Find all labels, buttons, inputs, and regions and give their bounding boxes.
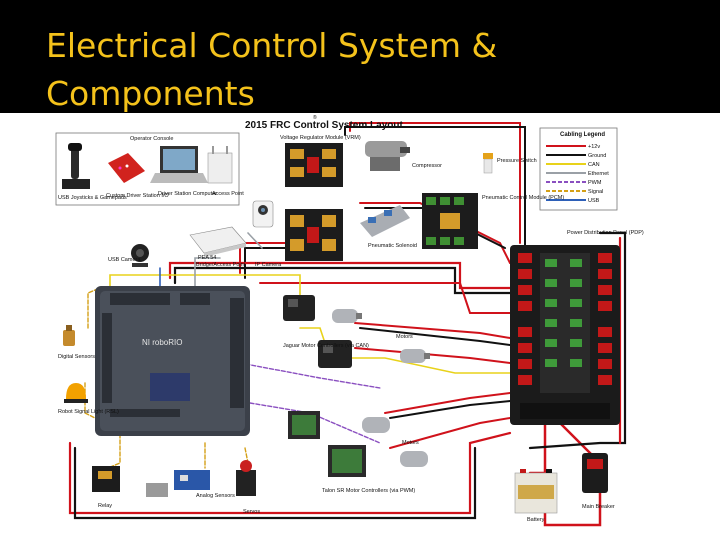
legend-item: Ethernet <box>546 171 609 177</box>
motors-bottom-label: Motors <box>402 440 419 446</box>
legend-title: Cabling Legend <box>560 132 605 138</box>
motor-icon <box>400 349 430 363</box>
vrm-module: Voltage Regulator Module (VRM) <box>280 135 361 187</box>
servos-label: Servos <box>243 509 260 515</box>
power-module-lower <box>285 209 343 261</box>
jaguar-controller-icon <box>283 295 352 368</box>
battery-label: Battery <box>527 517 545 523</box>
legend-item: Signal <box>546 189 603 195</box>
digital-sensors-label: Digital Sensors <box>58 354 95 360</box>
cabling-legend: Cabling Legend +12v Ground CAN Ethernet … <box>539 127 618 211</box>
analog-sensor-icon <box>146 470 210 497</box>
analog-sensors-label: Analog Sensors <box>196 493 235 499</box>
relay-icon <box>92 466 120 492</box>
motors-top-label: Motors <box>396 334 413 340</box>
legend-item: USB <box>546 198 600 204</box>
custom-io-label: Custom Driver Station I/O <box>106 193 169 199</box>
pneumatic-solenoid-label: Pneumatic Solenoid <box>368 243 417 249</box>
rsl-icon <box>64 383 88 403</box>
legend-label: PWM <box>588 180 602 186</box>
roborio-label: NI roboRIO <box>142 338 182 347</box>
laptop-icon <box>150 146 208 183</box>
pdp-label: Power Distribution Panel (PDP) <box>567 230 644 236</box>
talon-controller-icon <box>288 411 366 477</box>
digital-sensor-icon <box>63 325 75 346</box>
pdp-panel <box>510 245 620 425</box>
usb-camera-label: USB Camera <box>108 257 141 263</box>
joystick-icon <box>62 143 90 189</box>
legend-label: USB <box>588 198 600 204</box>
custom-io-board-icon <box>108 153 145 183</box>
joysticks-label: USB Joysticks & Gamepads <box>58 195 127 201</box>
ds-computer-label: Driver Station Computer <box>158 191 217 197</box>
bridge-label: Bridge/Access Point <box>196 262 246 268</box>
legend-item: Ground <box>546 153 606 159</box>
ip-camera-icon <box>252 200 274 228</box>
motor-icon <box>362 417 390 433</box>
bridge-sub-label: PEA 54 <box>198 255 216 261</box>
legend-label: Ground <box>588 153 606 159</box>
access-point-icon <box>207 146 233 184</box>
bridge-icon <box>189 226 247 257</box>
legend-item: PWM <box>546 180 602 186</box>
roborio-controller <box>95 286 250 436</box>
legend-item: +12v <box>546 144 600 150</box>
pressure-switch-icon <box>483 153 493 174</box>
title-bar: Electrical Control System & Components <box>0 0 720 113</box>
compressor-label: Compressor <box>412 163 442 169</box>
vrm-label: Voltage Regulator Module (VRM) <box>280 135 361 141</box>
diagram-header: 2015 FRC Control System Layout <box>245 120 403 131</box>
registered-mark: ® <box>313 114 317 121</box>
slide-title: Electrical Control System & Components <box>46 26 498 113</box>
talon-label: Talon SR Motor Controllers (via PWM) <box>322 488 415 494</box>
servo-icon <box>236 460 256 496</box>
relay-label: Relay <box>98 503 112 509</box>
main-breaker-icon <box>582 453 608 493</box>
operator-console-label: Operator Console <box>130 136 173 142</box>
main-breaker-label: Main Breaker <box>582 504 615 510</box>
operator-console: Operator Console USB Joysticks & Gamepad… <box>55 132 244 206</box>
motor-icon <box>400 451 428 467</box>
battery-icon <box>514 469 558 514</box>
pcm-label: Pneumatic Control Module (PCM) <box>482 195 564 201</box>
control-system-diagram: 2015 FRC Control System Layout ® Operato… <box>52 114 644 538</box>
legend-label: Ethernet <box>588 171 609 177</box>
jaguar-label: Jaguar Motor Controllers (via CAN) <box>283 343 369 349</box>
legend-label: +12v <box>588 144 600 150</box>
usb-camera-icon <box>131 244 149 267</box>
legend-label: CAN <box>588 162 600 168</box>
pdp-breaker-slots <box>518 253 612 385</box>
compressor-icon <box>365 141 410 171</box>
legend-label: Signal <box>588 189 603 195</box>
rsl-label: Robot Signal Light (RSL) <box>58 409 119 415</box>
access-point-label: Access Point <box>212 191 244 197</box>
wiring <box>68 122 627 527</box>
ip-camera-label: IP Camera <box>255 262 282 268</box>
pneumatic-solenoid-icon <box>360 205 410 237</box>
motor-icon <box>332 309 362 323</box>
legend-item: CAN <box>546 162 600 168</box>
pressure-switch-label: Pressure Switch <box>497 158 537 164</box>
pcm-module <box>422 193 478 249</box>
